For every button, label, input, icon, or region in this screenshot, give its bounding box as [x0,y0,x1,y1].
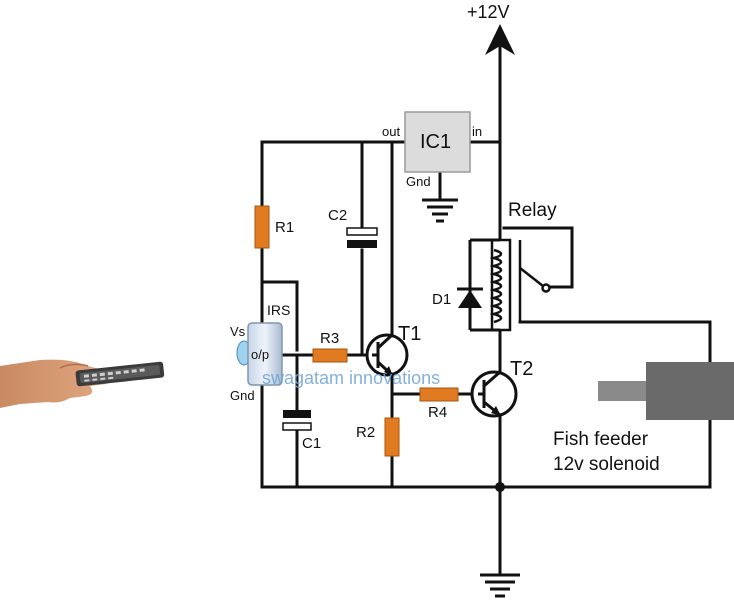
watermark: swagatam innovations [262,368,440,388]
irs-label: IRS [267,302,290,318]
resistor-r2 [384,417,400,457]
ic1-out-label: out [382,124,400,139]
capacitor-c2 [346,227,378,248]
r1-label: R1 [275,219,294,236]
ir-sensor [236,322,283,386]
ic1: IC1 out in Gnd [382,111,482,189]
relay-coil [489,238,512,332]
t1-emitter-arrow-icon [384,366,393,376]
supply-label: +12V [467,2,510,22]
load-label-line1: Fish feeder [553,429,649,450]
ic1-in-label: in [472,124,482,139]
wires [260,140,712,577]
capacitor-c1 [282,410,312,431]
t2-label: T2 [510,358,533,380]
t1-label: T1 [398,323,421,345]
d1-label: D1 [432,291,451,308]
junction-dot [495,482,505,492]
load-label-line2: 12v solenoid [553,454,660,475]
transistor-t2 [470,330,518,418]
relay-label: Relay [508,200,557,221]
c2-label: C2 [328,207,347,224]
diode-d1-body-icon [458,290,482,308]
transistor-t1 [365,333,409,377]
supply-arrow-icon [485,24,515,55]
r2-label: R2 [356,424,375,441]
relay-switch [518,240,551,322]
ic1-gnd-label: Gnd [406,174,431,189]
main-ground-icon [480,573,520,598]
solenoid-body [646,362,734,420]
diode-d1 [468,238,500,332]
c1-label: C1 [302,435,321,452]
irs-vs-label: Vs [230,324,246,339]
ic1-ground-icon [422,198,458,223]
hand-remote-image [0,359,165,408]
ic1-label: IC1 [420,131,451,153]
r3-label: R3 [320,330,339,347]
irs-gnd-label: Gnd [230,388,255,403]
solenoid-plunger [598,381,646,401]
resistor-r3 [312,348,348,363]
resistor-r1 [254,205,270,249]
irs-op-label: o/p [251,347,269,362]
r4-label: R4 [428,404,447,421]
t2-emitter-arrow-icon [491,406,501,416]
resistor-r4 [419,387,459,402]
